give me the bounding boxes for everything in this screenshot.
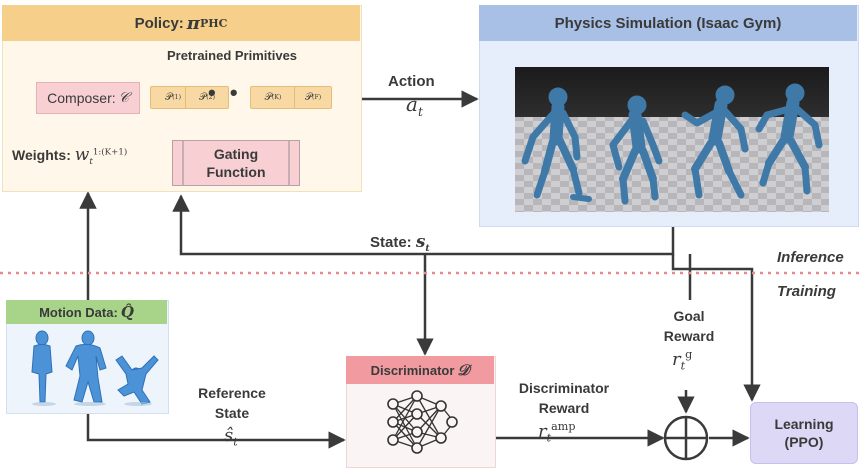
reference-state-label: Reference State (198, 385, 266, 421)
primitives-title: Pretrained Primitives (166, 48, 298, 63)
goal-reward-symbol: rtg (672, 348, 693, 373)
motion-capture-figures-image (31, 330, 159, 406)
learning-line-2: (PPO) (784, 434, 824, 450)
discriminator-reward-label: Discriminator Reward (518, 380, 610, 416)
gating-line-2: Function (206, 164, 266, 180)
state-symbol: s (415, 232, 426, 252)
composer-box: Composer: 𝒞 (36, 82, 140, 114)
state-label-group: State: st (370, 232, 430, 254)
reference-state-symbol: ŝt (224, 425, 238, 449)
weights-symbol: w (74, 145, 90, 165)
state-loop-line (172, 194, 675, 256)
state-to-learning-line (671, 254, 761, 402)
action-label: Action (388, 73, 435, 90)
robot-1 (521, 87, 592, 202)
inference-label: Inference (777, 249, 844, 266)
discriminator-title: Discriminator (370, 362, 455, 378)
primitive-1: 𝒫(1) (150, 86, 196, 109)
primitive-k: 𝒫(K) (250, 86, 296, 109)
weights-label-group: Weights: wt1:(K+1) (12, 145, 128, 167)
learning-ppo-box: Learning (PPO) (750, 402, 858, 464)
primitive-f: 𝒫(F) (294, 86, 332, 109)
discriminator-reward-symbol: rtamp (538, 420, 576, 445)
gating-line-1: Gating (213, 146, 259, 162)
simulation-render-image (515, 67, 829, 212)
robot-4 (755, 83, 823, 195)
discriminator-header: Discriminator 𝒟 (346, 356, 494, 384)
policy-title: Policy: (134, 14, 184, 32)
motion-data-symbol: Q̂ (120, 303, 134, 321)
summation-node-icon (663, 415, 709, 461)
robot-2 (609, 95, 663, 205)
physics-simulation-title: Physics Simulation (Isaac Gym) (479, 5, 857, 41)
weights-label: Weights: (12, 147, 75, 163)
reference-state-line (86, 413, 346, 449)
policy-symbol: π (186, 12, 200, 34)
motion-data-title: Motion Data: (39, 304, 118, 320)
composer-label: Composer: (47, 90, 116, 106)
action-symbol: at (406, 92, 423, 119)
learning-line-1: Learning (774, 416, 834, 432)
neural-network-icon (387, 390, 458, 454)
goal-reward-label: Goal Reward (663, 308, 715, 344)
policy-symbol-sub: PHC (199, 16, 228, 30)
robot-3 (681, 85, 749, 199)
discriminator-symbol: 𝒟 (457, 361, 470, 379)
training-label: Training (777, 283, 836, 300)
gating-dividers (182, 141, 290, 185)
primitive-2: 𝒫(2) (185, 86, 229, 109)
gating-function-box: Gating Function (172, 140, 300, 186)
composer-symbol: 𝒞 (118, 90, 129, 106)
motion-data-header: Motion Data: Q̂ (6, 300, 167, 324)
